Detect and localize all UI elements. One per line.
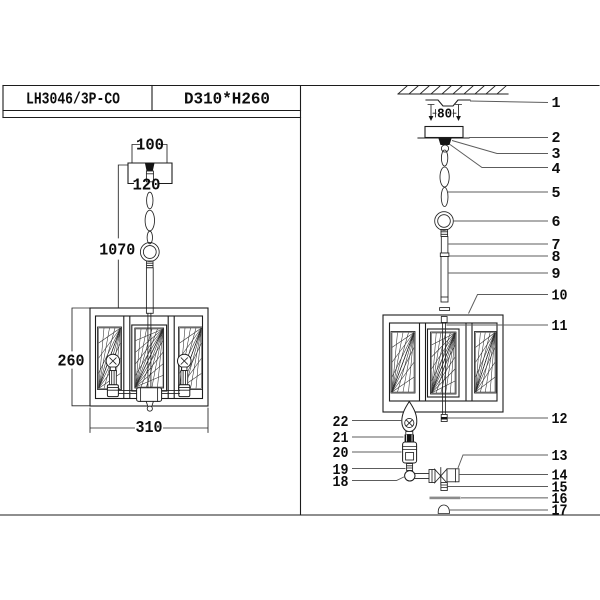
candle-bulb <box>401 400 418 435</box>
socket-insert <box>404 434 414 443</box>
left-view: 100 120 1070 <box>58 136 209 437</box>
title-block: LH3046/3P-CO D310*H260 <box>2 84 302 119</box>
part-label-12: 12 <box>552 411 568 428</box>
page-borders <box>0 84 600 516</box>
dimension-100: 100 <box>131 136 168 164</box>
mounting-screws <box>427 104 462 121</box>
canopy-cup <box>145 170 154 183</box>
dimension-1070: 1070 <box>99 164 135 309</box>
part-label-3: 3 <box>552 146 561 163</box>
part-label-21: 21 <box>333 430 349 447</box>
crystal-pattern-left <box>391 332 415 393</box>
ceiling-canopy <box>417 125 470 139</box>
part-labels-left: 18 19 20 21 22 <box>333 414 349 491</box>
leader-lines <box>352 100 549 511</box>
right-view: 80 <box>333 85 568 520</box>
rod-coupler <box>439 252 450 257</box>
leader-4 <box>449 144 548 168</box>
part-label-13: 13 <box>552 448 568 465</box>
finial <box>145 400 154 407</box>
part-label-18: 18 <box>333 474 349 491</box>
panel-right <box>474 331 497 394</box>
dimension-310: 310 <box>89 407 209 437</box>
size-spec: D310*H260 <box>184 90 270 109</box>
dimension-260: 260 <box>58 307 91 407</box>
part-label-9: 9 <box>552 266 561 283</box>
part-label-7: 7 <box>552 237 561 254</box>
dim-100-label: 100 <box>136 136 164 155</box>
bolt <box>406 463 414 471</box>
part-label-10: 10 <box>552 288 568 305</box>
dimension-80: 80 <box>432 108 457 123</box>
part-label-4: 4 <box>552 161 561 178</box>
canopy <box>127 162 173 185</box>
hanging-chain <box>144 191 155 245</box>
part-label-15: 15 <box>552 480 568 497</box>
part-labels-right: 1 2 3 4 5 6 7 8 9 10 11 12 13 14 15 16 1… <box>552 95 568 520</box>
dim-80-label: 80 <box>437 108 452 123</box>
upper-rod <box>440 236 449 254</box>
leader-13 <box>457 454 548 469</box>
bottom-hub <box>117 387 181 412</box>
crystal-pattern-center <box>135 328 164 388</box>
part-label-20: 20 <box>333 445 349 462</box>
dim-260-label: 260 <box>58 352 85 371</box>
lower-nut <box>440 482 448 491</box>
threaded-pipe <box>429 496 461 500</box>
ceiling-hatch <box>397 85 507 95</box>
candle-left <box>105 353 121 398</box>
ring <box>434 211 454 237</box>
center-stem <box>147 312 152 389</box>
canopy-nut <box>438 138 452 145</box>
model-number: LH3046/3P-CO <box>26 90 120 109</box>
part-label-19: 19 <box>333 462 349 479</box>
part-label-6: 6 <box>552 214 561 231</box>
part-label-16: 16 <box>552 491 568 508</box>
stem-washer <box>439 307 451 311</box>
center-rod <box>440 316 448 414</box>
part-label-11: 11 <box>552 318 568 335</box>
crystal-pattern-center <box>431 332 456 394</box>
dimension-120: 120 <box>133 176 161 195</box>
part-label-8: 8 <box>552 249 561 266</box>
part-label-1: 1 <box>552 95 561 112</box>
ceiling <box>397 85 509 95</box>
hanging-ring <box>139 242 160 269</box>
crystal-pattern-right <box>475 332 496 393</box>
mounting-bracket <box>425 99 471 107</box>
panel-center-inner <box>430 331 457 395</box>
part-label-14: 14 <box>552 468 568 485</box>
ball-joint <box>404 470 416 482</box>
leader-18 <box>352 476 406 481</box>
part-label-2: 2 <box>552 130 561 147</box>
socket-cup <box>178 384 191 398</box>
chain <box>439 149 450 207</box>
leader-3 <box>451 140 548 154</box>
loop-connector <box>440 144 450 153</box>
dim-1070-label: 1070 <box>99 241 135 260</box>
panel-center-outer <box>426 328 460 398</box>
panel-left <box>390 331 416 394</box>
canopy-nut <box>144 162 155 171</box>
end-cap <box>437 504 450 514</box>
hanging-rod <box>145 267 154 314</box>
part-label-22: 22 <box>333 414 349 431</box>
socket-cup <box>106 384 119 398</box>
arm-assembly <box>414 467 460 485</box>
lower-rod <box>440 256 449 303</box>
dim-310-label: 310 <box>136 418 163 437</box>
part-label-5: 5 <box>552 185 561 202</box>
candle-right <box>177 353 192 398</box>
leader-1 <box>469 100 549 103</box>
lamp-socket <box>402 441 418 464</box>
part-label-17: 17 <box>552 503 568 520</box>
lower-bushing <box>440 414 448 422</box>
leader-10 <box>468 294 548 314</box>
dim-120-label: 120 <box>133 176 161 195</box>
